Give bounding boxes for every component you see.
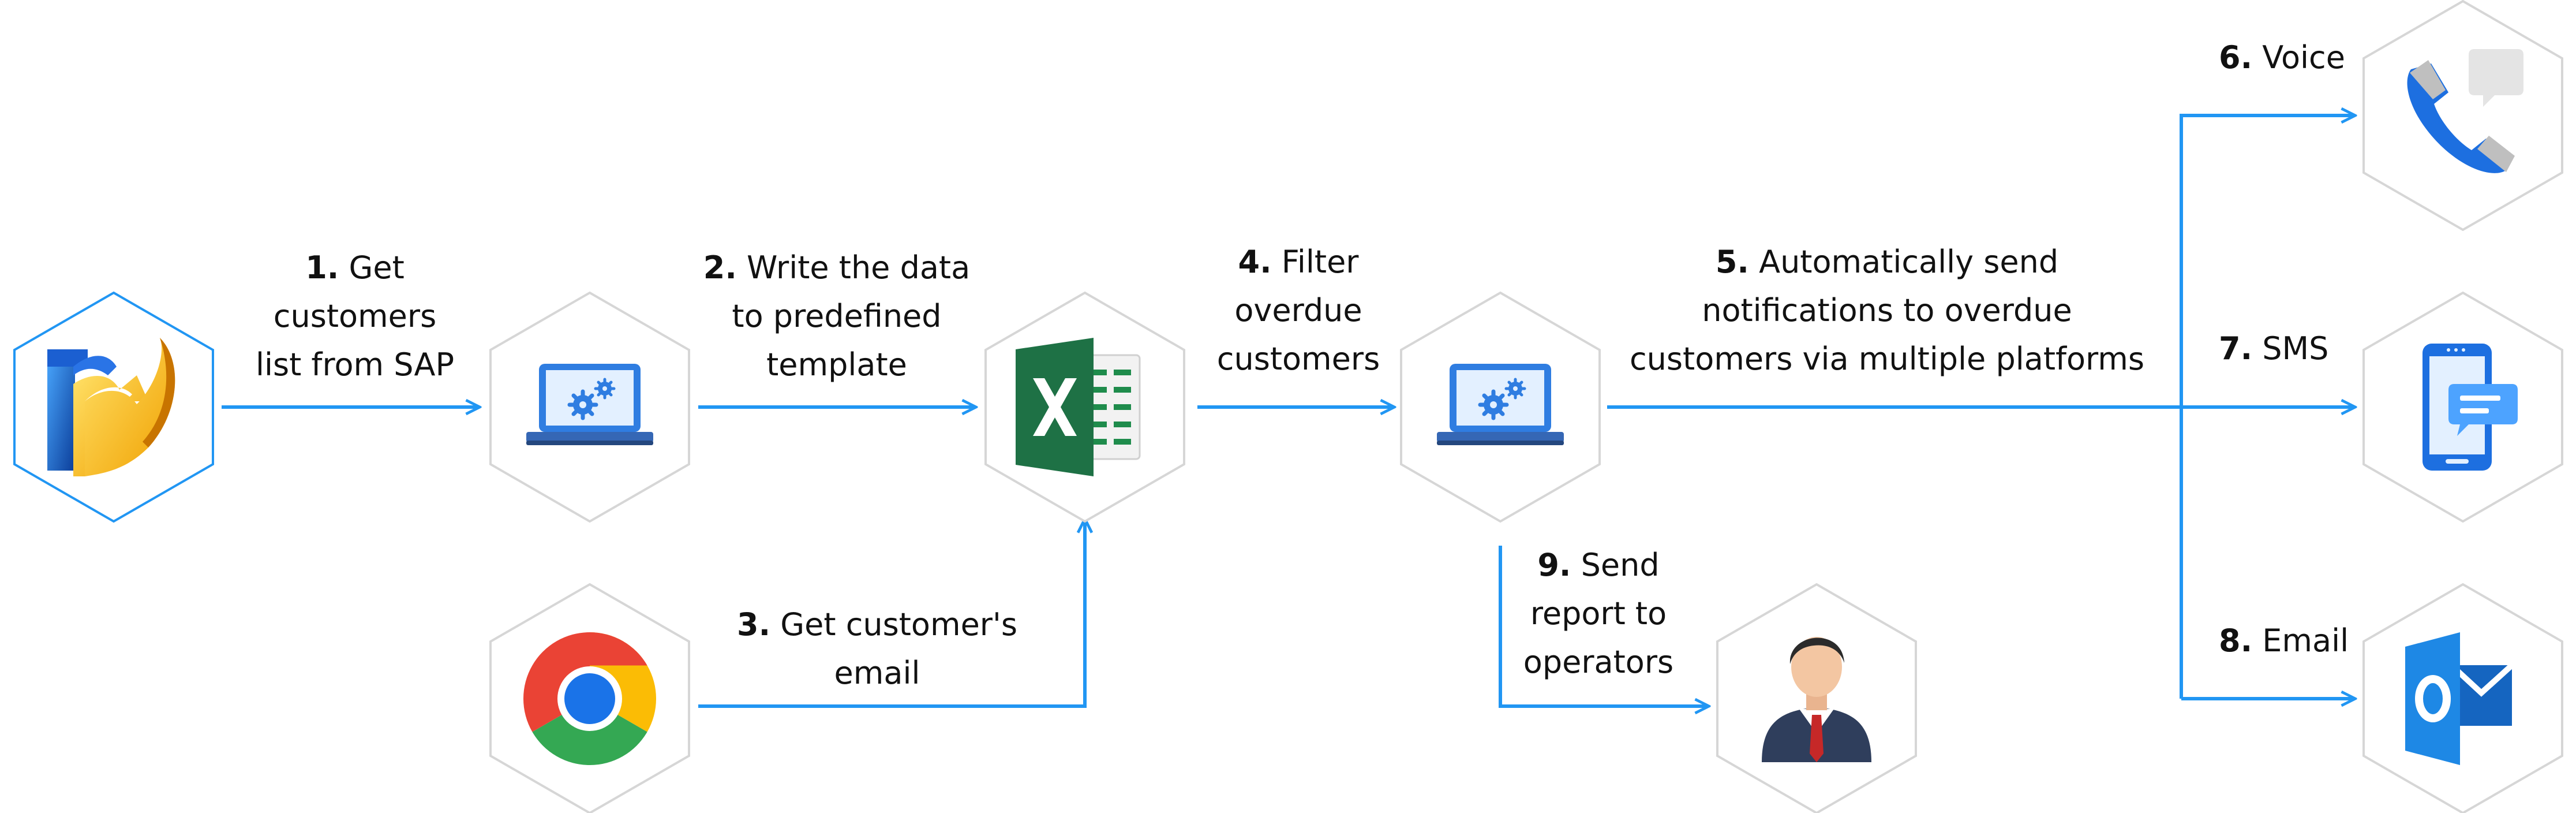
step-number: 3. [737,606,771,643]
step-text-line: Automatically send [1759,244,2059,280]
step-8-label: 8. Email [2219,617,2392,665]
node-voice [2362,0,2563,232]
phone-voice-icon [2407,49,2523,173]
step-number: 2. [703,249,737,286]
step-5-label: 5. Automatically send notifications to o… [1598,238,2176,383]
step-text-line: Write the data [747,249,971,286]
step-text-line: customers via multiple platforms [1629,341,2145,377]
step-4-label: 4. Filter overdue customers [1183,238,1414,383]
step-3-label: 3. Get customer's email [716,601,1039,698]
step-text-line: customers [273,298,437,334]
hexagon [2362,0,2563,232]
arrow-chrome-to-excel [698,520,1085,708]
step-text-line: report to [1530,595,1667,632]
step-2-label: 2. Write the data to predefined template [692,244,981,389]
node-excel [984,291,1185,523]
node-chrome [489,583,690,813]
step-6-label: 6. Voice [2219,33,2392,82]
operator-person-icon [1762,637,1871,762]
connectors [222,115,2354,706]
step-7-label: 7. SMS [2219,325,2392,373]
robot-laptop-icon [526,364,653,445]
step-number: 8. [2219,622,2253,659]
step-text-line: Filter [1281,244,1359,280]
excel-icon [1016,338,1141,476]
step-1-label: 1. Get customers list from SAP [222,244,488,389]
step-text-line: Get customer's [780,606,1017,643]
node-robot-2 [1400,291,1601,523]
step-number: 6. [2219,39,2253,76]
step-number: 4. [1238,244,1272,280]
step-text-line: operators [1523,644,1674,680]
step-text-line: notifications to overdue [1702,292,2072,329]
node-sms [2362,291,2563,523]
robot-laptop-icon [1437,364,1564,445]
step-text-line: email [834,655,920,691]
outlook-icon [2405,632,2514,765]
node-robot-1 [489,291,690,523]
step-number: 7. [2219,330,2253,367]
node-email [2362,583,2563,813]
step-9-label: 9. Send report to operators [1500,541,1697,687]
step-text-line: list from SAP [255,346,455,383]
arrow-robot-to-operator [1499,546,1708,706]
step-text-line: Get [349,249,405,286]
step-text-line: template [766,346,907,383]
step-number: 5. [1715,244,1749,280]
sap-logo-icon [47,338,175,476]
arrow-to-voice [2180,115,2354,699]
node-sap [13,291,214,523]
step-text-line: Voice [2262,39,2345,76]
chrome-icon [523,632,657,766]
step-text-line: to predefined [732,298,942,334]
node-operator [1716,583,1917,813]
step-text-line: customers [1216,341,1380,377]
step-text-line: Email [2262,622,2349,659]
step-number: 1. [305,249,339,286]
sms-mobile-icon [2423,344,2518,471]
step-text-line: Send [1581,547,1660,583]
step-text-line: SMS [2262,330,2329,367]
step-text-line: overdue [1234,292,1362,329]
step-number: 9. [1537,547,1571,583]
